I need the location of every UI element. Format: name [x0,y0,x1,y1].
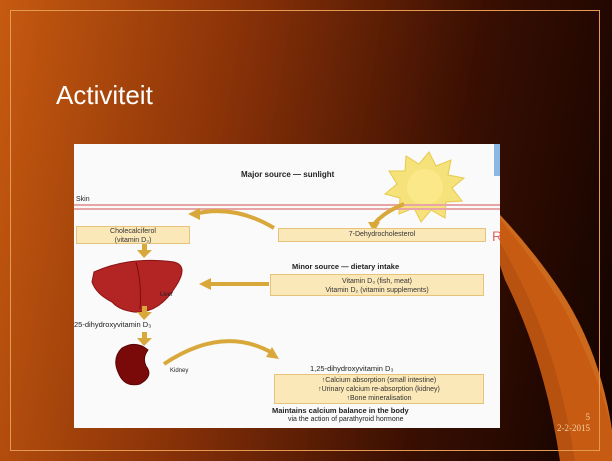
dietary-line1: Vitamin D₃ (fish, meat) [341,278,413,285]
maintains-label: Maintains calcium balance in the body [272,406,409,415]
dehydrocholesterol-box: 7-Dehydrocholesterol [278,228,486,242]
effect-calcium-absorption: ↑Calcium absorption (small intestine) [321,377,437,384]
diagram-graphics [74,151,500,386]
vitamin-d-diagram: R [74,144,500,428]
cholecalciferol-line1: Cholecalciferol [110,228,156,235]
metabolite-125-label: 1,25-dihydroxyvitamin D₃ [310,364,394,373]
dietary-box: Vitamin D₃ (fish, meat) Vitamin D₂ (vita… [270,274,484,296]
edge-letter: R [492,228,500,244]
liver-label: Liver [160,292,174,298]
cholecalciferol-line2: (vitamin D₃) [114,237,152,244]
slide-number: 5 [585,412,591,422]
skin-label: Skin [76,196,90,203]
via-label: via the action of parathyroid hormone [288,416,404,423]
metabolite-25-label: 25-dihydroxyvitamin D₃ [74,320,152,329]
minor-source-label: Minor source — dietary intake [292,262,400,271]
kidney-label: Kidney [170,368,189,374]
edge-strip [494,144,500,176]
cholecalciferol-box: Cholecalciferol (vitamin D₃) [76,226,190,244]
sun-icon [383,151,466,223]
effect-urinary-reabsorption: ↑Urinary calcium re-absorption (kidney) [318,386,440,393]
major-source-label: Major source — sunlight [241,170,335,179]
slide-footer: 5 2-2-2015 [557,412,590,434]
effect-bone-mineralisation: ↑Bone mineralisation [346,395,412,402]
effects-box: ↑Calcium absorption (small intestine) ↑U… [274,374,484,404]
dietary-line2: Vitamin D₂ (vitamin supplements) [325,287,429,294]
slide-frame [10,10,600,451]
slide-title: Activiteit [56,80,153,110]
dehydrocholesterol-label: 7-Dehydrocholesterol [348,231,416,238]
slide-date: 2-2-2015 [557,423,590,433]
